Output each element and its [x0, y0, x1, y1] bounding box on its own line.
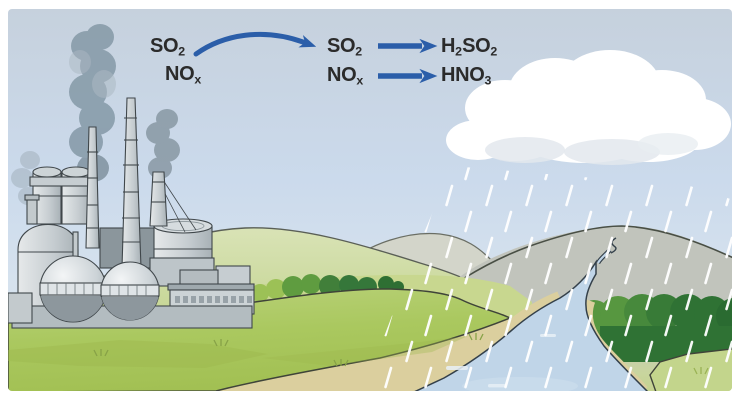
smokestack-short	[149, 171, 197, 233]
label-hno3-product: HNO3	[441, 65, 491, 91]
formula-base: SO	[462, 35, 491, 57]
smokestack-left	[85, 126, 100, 249]
formula-base: SO	[150, 35, 179, 57]
left-shed	[8, 292, 33, 324]
formula-subscript: 2	[455, 44, 463, 59]
storage-sphere-left	[39, 231, 107, 323]
label-so2-atmosphere: SO2	[327, 36, 362, 62]
label-nox-atmosphere: NOx	[327, 65, 363, 91]
formula-subscript: 3	[484, 73, 492, 88]
transport-arrow	[193, 31, 317, 57]
formula-subscript: 2	[355, 44, 363, 59]
rain	[364, 166, 732, 390]
formula-subscript: 2	[490, 44, 498, 59]
formula-base: NO	[327, 64, 357, 86]
formula-base: HNO	[441, 64, 485, 86]
twin-tanks	[29, 166, 94, 225]
storage-sphere-right	[100, 261, 160, 321]
rain-cloud	[446, 50, 731, 165]
label-nox-source: NOx	[165, 64, 201, 90]
formula-subscript: x	[194, 72, 202, 87]
factory	[8, 97, 255, 329]
window-row	[175, 296, 252, 303]
smoke-plume-short-stack	[146, 109, 180, 179]
formula-subscript: 2	[178, 44, 186, 59]
reaction-arrows	[193, 31, 438, 84]
formula-base: H	[441, 35, 456, 57]
formula-base: NO	[165, 63, 195, 85]
field-shade-patch	[8, 340, 268, 368]
label-so2-source: SO2	[150, 36, 185, 62]
formula-subscript: x	[356, 73, 364, 88]
formula-base: SO	[327, 35, 356, 57]
label-h2so2-product: H2SO2	[441, 36, 497, 62]
